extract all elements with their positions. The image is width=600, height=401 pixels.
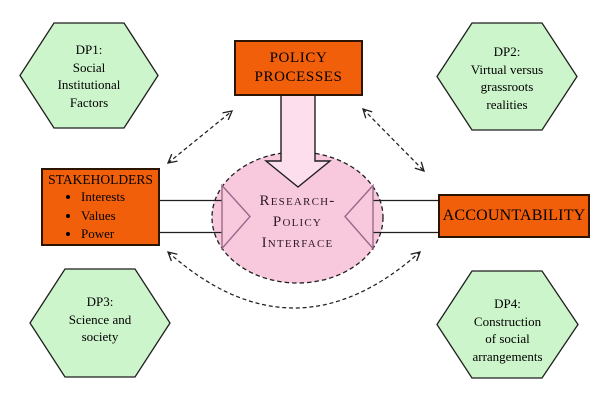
hexagon-dp2-shape — [436, 22, 578, 131]
hexagon-dp1-label: DP1: Social Institutional Factors — [57, 42, 121, 110]
policy-processes-box: POLICY PROCESSES — [234, 40, 363, 96]
dashed-double-arrow-top-right-icon — [362, 108, 425, 172]
accountability-block-arrow-left-icon — [344, 183, 374, 251]
hexagon-dp4-label: DP4: Construction of social arrangements — [472, 296, 543, 364]
dashed-double-arrow-bottom-arc-icon — [166, 251, 422, 309]
research-policy-interface-label: Research- Policy Interface — [259, 193, 336, 251]
accountability-label: ACCOUNTABILITY — [442, 207, 586, 224]
stakeholders-block-arrow-right-icon — [221, 183, 251, 251]
policy-block-arrow-down-icon — [264, 96, 332, 188]
stakeholders-list-item: Power — [81, 225, 158, 244]
stakeholders-title: STAKEHOLDERS — [48, 172, 153, 187]
policy-processes-label: POLICY PROCESSES — [254, 50, 343, 85]
stakeholders-box: STAKEHOLDERS Interests Values Power — [41, 168, 160, 246]
hexagon-dp3-label: DP3: Science and society — [68, 294, 132, 344]
hexagon-dp2-label: DP2: Virtual versus grassroots realities — [470, 44, 544, 112]
stakeholders-list: Interests Values Power — [43, 188, 158, 244]
stakeholders-list-item: Values — [81, 207, 158, 226]
hexagon-dp3-shape — [29, 268, 171, 378]
accountability-box: ACCOUNTABILITY — [438, 194, 590, 238]
hexagon-dp4-shape — [436, 270, 579, 379]
hexagon-dp1-shape — [19, 22, 159, 129]
stakeholders-list-item: Interests — [81, 188, 158, 207]
dashed-double-arrow-top-left-icon — [166, 110, 234, 164]
